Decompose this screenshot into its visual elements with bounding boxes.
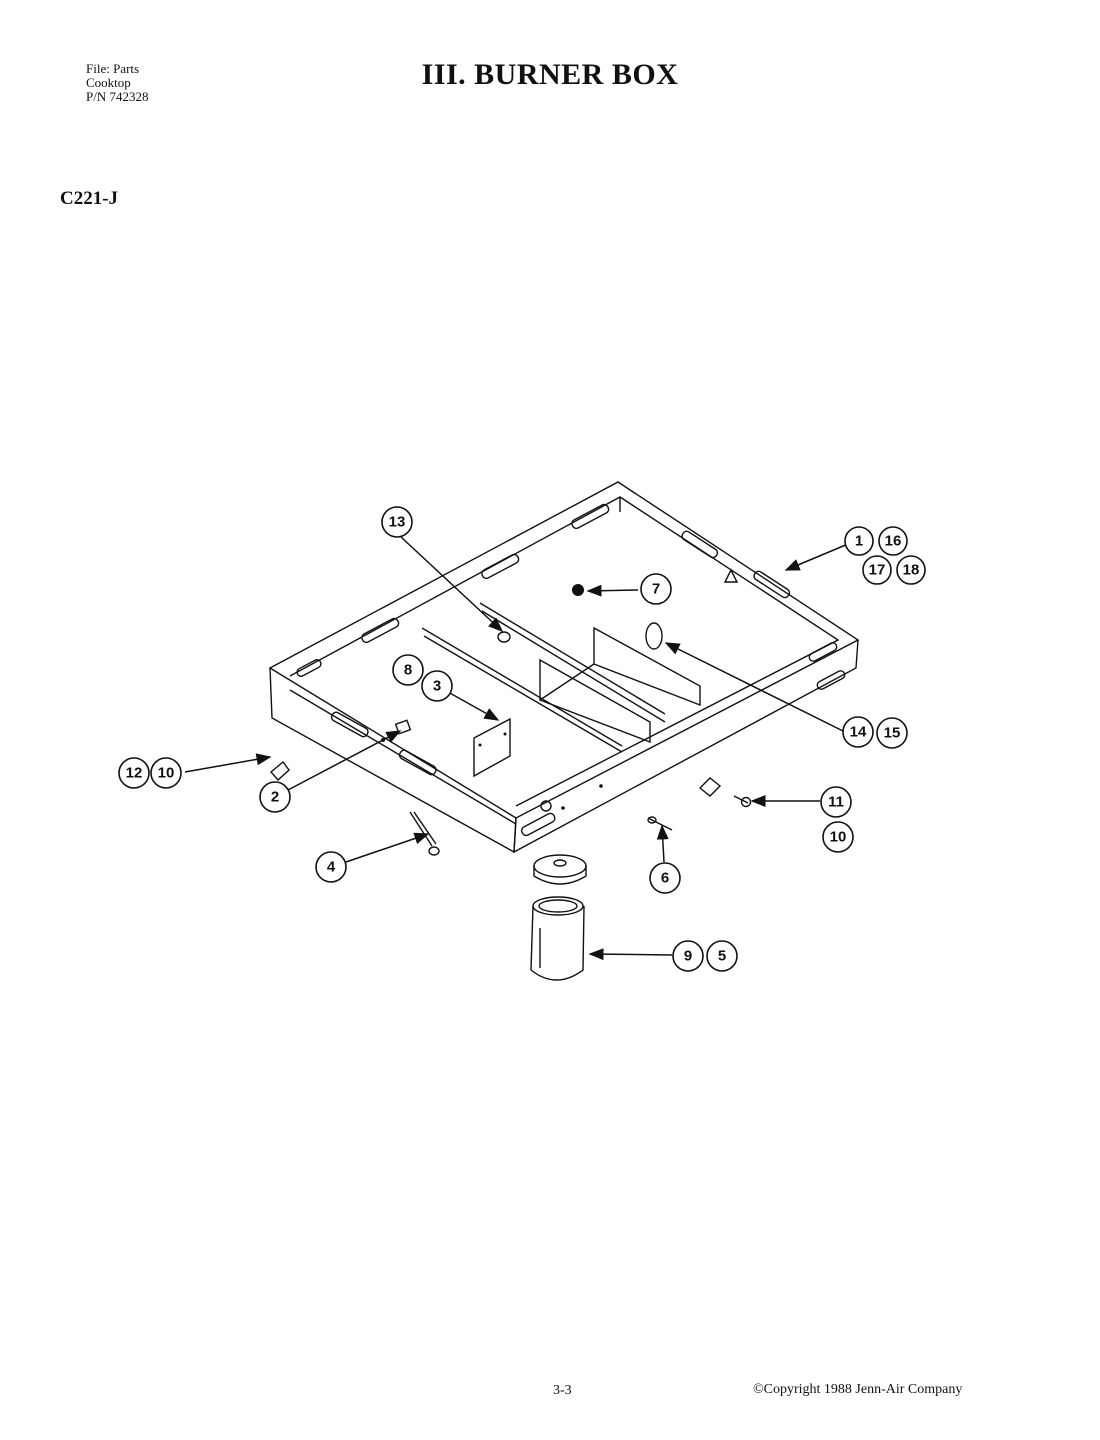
- callout-3: 3: [421, 670, 453, 702]
- svg-text:4: 4: [327, 859, 336, 876]
- svg-text:10: 10: [830, 829, 847, 846]
- model-number: C221-J: [60, 188, 119, 209]
- jar: [530, 896, 585, 981]
- svg-text:14: 14: [850, 724, 867, 741]
- svg-text:3: 3: [433, 678, 441, 695]
- page-title: III. BURNER BOX: [421, 58, 679, 91]
- callout-17: 17: [862, 555, 892, 585]
- callout-2: 2: [259, 781, 291, 813]
- file-info-line-3: P/N 742328: [86, 89, 149, 104]
- screw-6: [647, 816, 673, 831]
- callout-5: 5: [706, 940, 738, 972]
- file-info: File: Parts Cooktop P/N 742328: [86, 62, 148, 104]
- svg-text:12: 12: [126, 765, 143, 782]
- callout-1: 1: [844, 526, 874, 556]
- page-number: 3-3: [553, 1383, 572, 1398]
- svg-text:2: 2: [271, 789, 279, 806]
- svg-text:1: 1: [855, 533, 863, 550]
- svg-text:5: 5: [718, 948, 726, 965]
- callout-6: 6: [649, 862, 681, 894]
- callout-12: 12: [118, 757, 150, 789]
- burner-cap: [533, 854, 587, 885]
- file-info-line-2: Cooktop: [86, 75, 131, 90]
- screw-11-10: [733, 795, 752, 808]
- svg-text:7: 7: [652, 581, 660, 598]
- callout-14: 14: [842, 716, 874, 748]
- svg-text:18: 18: [903, 562, 920, 579]
- burner-box-tray: [268, 481, 860, 854]
- svg-text:17: 17: [869, 562, 886, 579]
- file-info-line-1: File: Parts: [86, 61, 140, 76]
- callout-9: 9: [672, 940, 704, 972]
- screw-4: [409, 811, 440, 856]
- svg-text:8: 8: [404, 662, 412, 679]
- clip-12-10: [270, 760, 290, 781]
- svg-text:15: 15: [884, 725, 901, 742]
- svg-text:9: 9: [684, 948, 692, 965]
- callout-11: 11: [820, 786, 852, 818]
- svg-text:13: 13: [389, 514, 406, 531]
- callout-10-right: 10: [822, 821, 854, 853]
- callout-13: 13: [381, 506, 413, 538]
- svg-text:16: 16: [885, 533, 902, 550]
- svg-text:10: 10: [158, 765, 175, 782]
- callout-10-left: 10: [150, 757, 182, 789]
- callout-8: 8: [392, 654, 424, 686]
- callout-4: 4: [315, 851, 347, 883]
- svg-text:6: 6: [661, 870, 669, 887]
- callout-7: 7: [640, 573, 672, 605]
- callout-18: 18: [896, 555, 926, 585]
- clip-11: [698, 777, 722, 797]
- copyright: ©Copyright 1988 Jenn-Air Company: [753, 1382, 963, 1397]
- callout-15: 15: [876, 717, 908, 749]
- svg-text:11: 11: [828, 794, 844, 811]
- callout-16: 16: [878, 526, 908, 556]
